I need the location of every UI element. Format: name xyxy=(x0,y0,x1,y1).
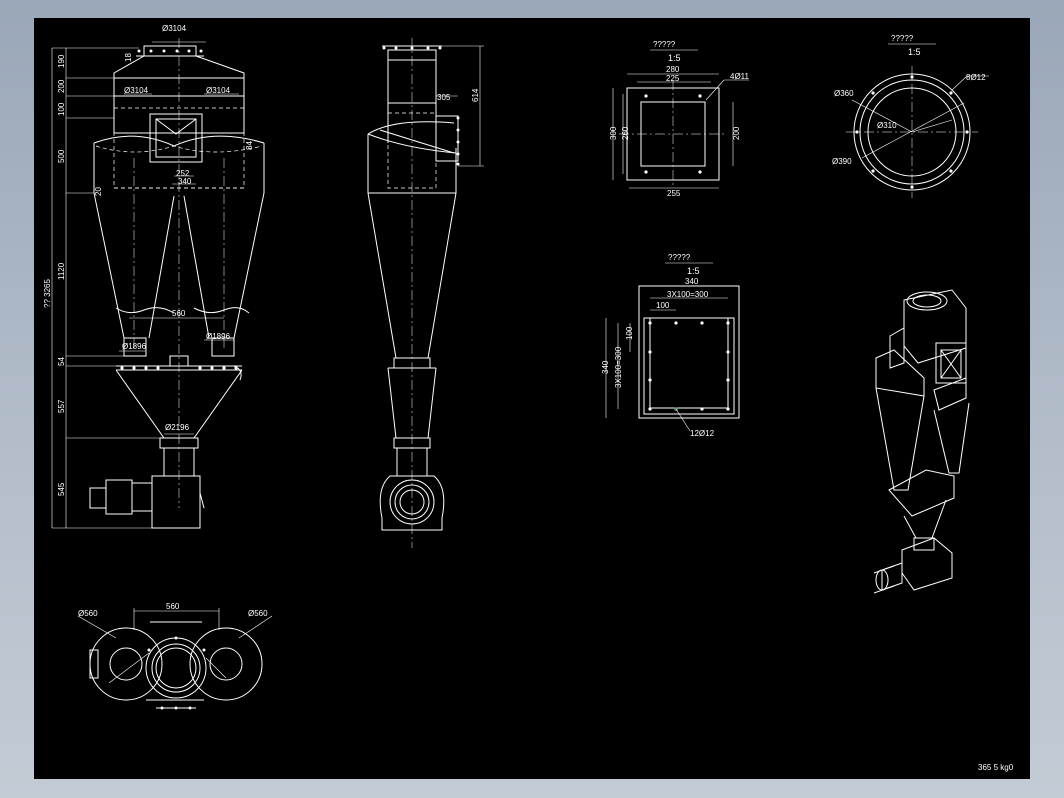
dim-v-545: 545 xyxy=(57,482,66,496)
flange-b-3x: 3X100=300 xyxy=(667,290,709,299)
flange-b-scale: 1:5 xyxy=(687,266,700,276)
dim-v-100: 100 xyxy=(57,102,66,116)
flange-a-300: 300 xyxy=(609,126,618,140)
dim-plan-left: Ø560 xyxy=(78,609,98,618)
dim-252: 252 xyxy=(176,169,190,178)
flange-detail-c: ????? 1:5 8Ø12 Ø360 Ø310 Ø390 xyxy=(832,34,989,198)
dim-plan-right: Ø560 xyxy=(248,609,268,618)
flange-c-outer: Ø360 xyxy=(834,89,854,98)
flange-a-225: 225 xyxy=(666,74,680,83)
flange-a-holes: 4Ø11 xyxy=(730,72,750,81)
isometric-view xyxy=(873,289,970,594)
dim-v-500: 500 xyxy=(57,149,66,163)
flange-b-left-100: 100 xyxy=(625,326,634,340)
flange-c-holes: 8Ø12 xyxy=(966,73,986,82)
flange-a-scale: 1:5 xyxy=(668,53,681,63)
dim-top-pipe: Ø3104 xyxy=(162,24,187,33)
dim-outlet-left: Ø1896 xyxy=(122,342,147,351)
flange-a-200: 200 xyxy=(732,126,741,140)
flange-b-holes: 12Ø12 xyxy=(690,429,715,438)
dim-614: 614 xyxy=(471,88,480,102)
dim-inlet-left: Ø3104 xyxy=(124,86,149,95)
dim-305: 305 xyxy=(437,93,451,102)
flange-b-100: 100 xyxy=(656,301,670,310)
flange-c-title: ????? xyxy=(891,34,914,43)
dim-340: 340 xyxy=(178,177,192,186)
flange-a-title: ????? xyxy=(653,40,676,49)
dim-v-557: 557 xyxy=(57,399,66,413)
flange-a-255: 255 xyxy=(667,189,681,198)
dim-v-1120: 1120 xyxy=(57,262,66,280)
flange-c-scale: 1:5 xyxy=(908,47,921,57)
dim-v-20: 20 xyxy=(94,187,103,196)
flange-detail-a: ????? 1:5 280 225 4Ø11 300 260 200 255 xyxy=(609,40,750,198)
flange-b-340: 340 xyxy=(685,277,699,286)
plan-view: 560 Ø560 Ø560 xyxy=(77,602,273,710)
dim-bottom-pipe: Ø2196 xyxy=(165,423,190,432)
drawing-canvas: Ø3104 Ø3104 Ø3104 252 340 560 Ø1896 Ø189… xyxy=(43,24,1014,772)
dim-v-54: 54 xyxy=(57,357,66,366)
flange-a-280: 280 xyxy=(666,65,680,74)
flange-c-pcd: Ø390 xyxy=(832,157,852,166)
drawing-sheet: Ø3104 Ø3104 Ø3104 252 340 560 Ø1896 Ø189… xyxy=(34,18,1030,779)
dim-v-18: 18 xyxy=(124,53,133,62)
flange-detail-b: ????? 1:5 340 3X100=300 100 100 3X100=30… xyxy=(601,253,740,438)
dim-inlet-right: Ø3104 xyxy=(206,86,231,95)
dim-v-total: ?? 3265 xyxy=(43,279,52,308)
flange-c-inner: Ø310 xyxy=(877,121,897,130)
dim-v-190: 190 xyxy=(57,54,66,68)
flange-a-260: 260 xyxy=(621,126,630,140)
dim-plan-560: 560 xyxy=(166,602,180,611)
dim-v-200: 200 xyxy=(57,79,66,93)
flange-b-title: ????? xyxy=(668,253,691,262)
side-view: 305 614 xyxy=(367,38,484,548)
dim-v-84: 84 xyxy=(245,141,254,150)
dim-outlet-right: Ø1896 xyxy=(206,332,231,341)
dim-560: 560 xyxy=(172,309,186,318)
flange-b-left-340: 340 xyxy=(601,360,610,374)
flange-b-left-3x: 3X100=300 xyxy=(614,346,623,388)
front-view: Ø3104 Ø3104 Ø3104 252 340 560 Ø1896 Ø189… xyxy=(43,24,265,529)
title-block-code: 365 5 kg0 xyxy=(978,763,1014,772)
